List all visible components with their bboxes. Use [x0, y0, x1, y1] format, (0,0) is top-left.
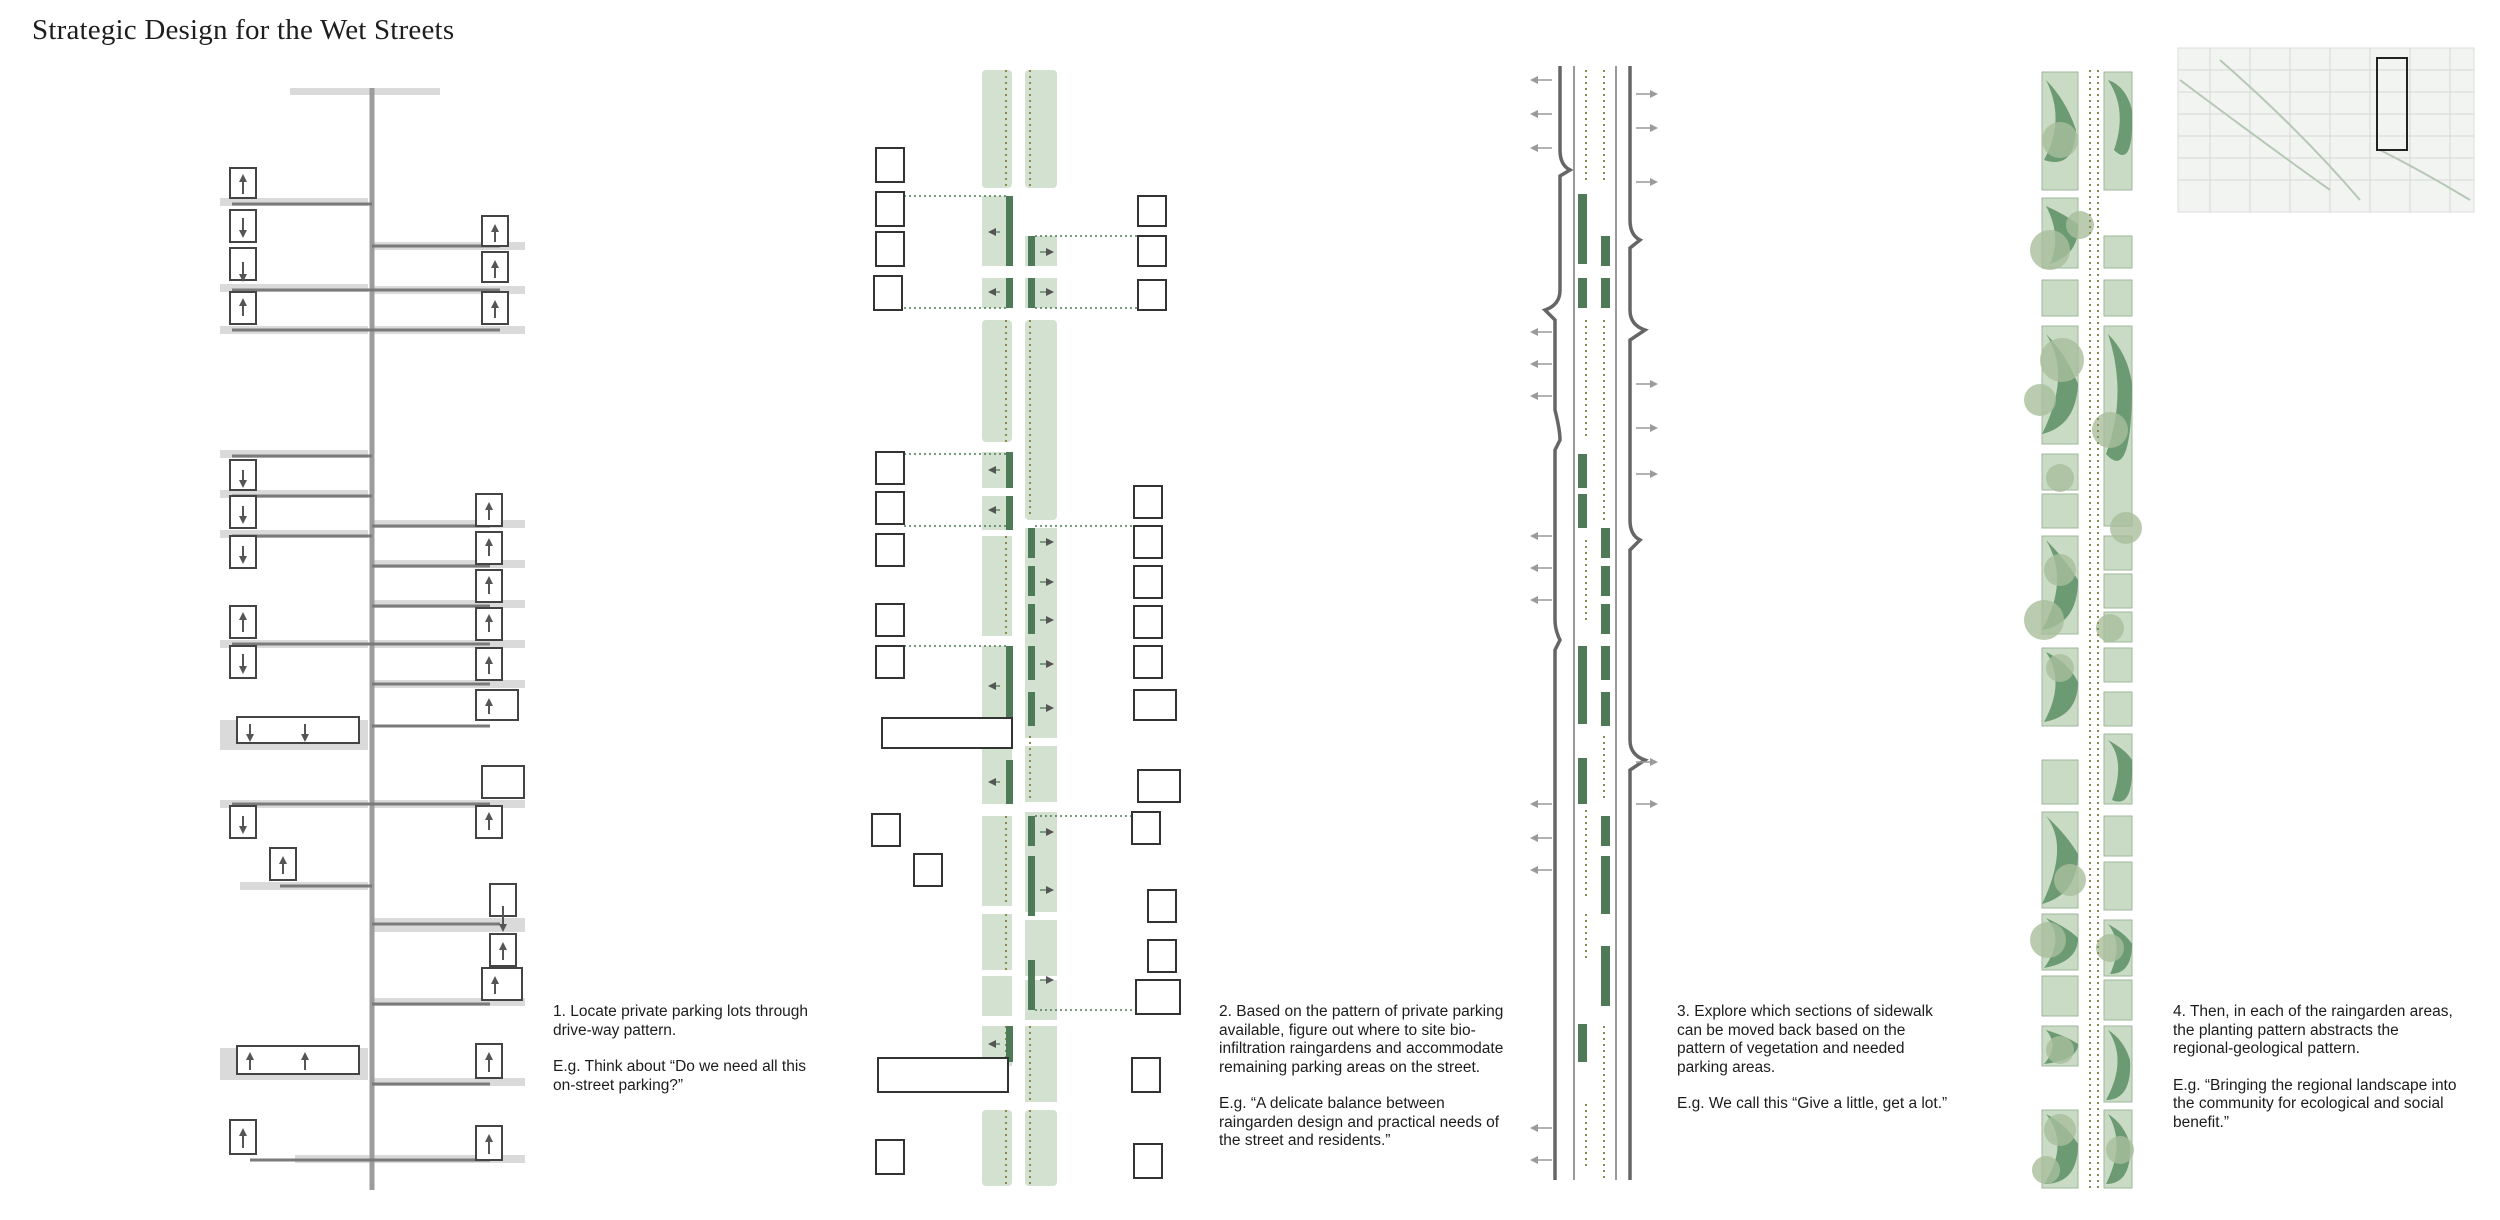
panel-4-planting-pattern: [2024, 70, 2142, 1189]
parking-link-lines: [904, 195, 1140, 1011]
step-1-example: E.g. Think about “Do we need all this on…: [553, 1058, 807, 1094]
sidewalk-dotted-lines: [1585, 70, 1605, 1180]
private-lot-boxes: [871, 147, 1181, 1179]
page-title: Strategic Design for the Wet Streets: [32, 14, 455, 46]
planting-dotted-lines: [2089, 70, 2099, 1188]
inset-location-map: [2177, 47, 2475, 213]
driveway-arrows: [239, 174, 507, 1154]
parking-stalls: [1578, 194, 1610, 1062]
step-3-caption: 3. Explore which sections of sidewalk ca…: [1677, 1003, 1957, 1132]
raingarden-areas: [982, 70, 1057, 1186]
parking-arrows: [988, 228, 1054, 1048]
panel-1-driveway-pattern: [220, 88, 525, 1190]
panel-3-sidewalk-shift: [1530, 66, 1658, 1180]
step-3-text: 3. Explore which sections of sidewalk ca…: [1677, 1003, 1933, 1076]
tree-canopies: [2024, 122, 2142, 1184]
step-3-example: E.g. We call this “Give a little, get a …: [1677, 1095, 1948, 1112]
parking-lot-boxes: [229, 167, 525, 1161]
sidewalk-shift-arrows: [1530, 76, 1658, 1164]
step-1-caption: 1. Locate private parking lots through d…: [553, 1003, 813, 1113]
step-2-example: E.g. “A delicate balance between raingar…: [1219, 1095, 1500, 1149]
step-2-caption: 2. Based on the pattern of private parki…: [1219, 1003, 1509, 1169]
step-1-text: 1. Locate private parking lots through d…: [553, 1003, 809, 1039]
step-4-text: 4. Then, in each of the raingarden areas…: [2173, 1003, 2453, 1057]
road-edges: [1541, 66, 1649, 1180]
on-street-parking: [1006, 196, 1035, 1062]
step-4-caption: 4. Then, in each of the raingarden areas…: [2173, 1003, 2463, 1150]
step-2-text: 2. Based on the pattern of private parki…: [1219, 1003, 1504, 1076]
panel-2-raingarden-siting: [871, 70, 1181, 1186]
step-4-example: E.g. “Bringing the regional landscape in…: [2173, 1076, 2457, 1131]
